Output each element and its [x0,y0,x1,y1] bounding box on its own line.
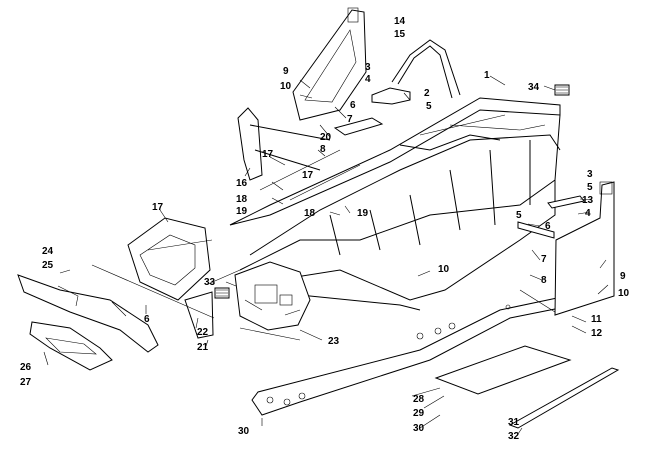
callout-6: 6 [350,100,356,111]
callout-29: 29 [413,408,425,419]
callout-16: 16 [236,178,248,189]
callout-24: 24 [42,246,54,257]
seat-bracket-top-part [333,87,411,136]
callout-28: 28 [413,394,425,405]
callout-3b: 3 [587,169,593,180]
callout-23: 23 [328,336,340,347]
leader-lines [43,75,609,435]
callout-4: 4 [365,74,371,85]
callout-5c: 5 [516,210,522,221]
callout-21: 21 [197,342,209,353]
callout-25: 25 [42,260,54,271]
floor-panel-part [434,345,572,395]
callout-5: 5 [426,101,432,112]
callout-8b: 8 [541,275,547,286]
callout-10b: 10 [438,264,450,275]
callout-30: 30 [238,426,250,437]
callout-12: 12 [591,328,603,339]
seat-back-left-part [292,7,367,121]
callout-22: 22 [197,327,209,338]
callout-14: 14 [394,16,406,27]
callout-20: 20 [320,132,332,143]
callout-26: 26 [20,362,32,373]
callout-labels: 1 2 3 4 5 6 7 8 9 10 14 15 16 17 17 17 1… [20,16,630,442]
seat-bracket-right-part [517,195,585,239]
callout-17b: 17 [302,170,314,181]
callout-1: 1 [484,70,490,81]
callout-9: 9 [283,66,289,77]
trim-strip-part [508,367,620,429]
callout-6b: 6 [545,221,551,232]
front-upright-part [237,107,331,181]
callout-6c: 6 [144,314,150,325]
callout-8: 8 [320,144,326,155]
callout-19: 19 [236,206,248,217]
callout-7: 7 [347,114,353,125]
front-guard-part [29,321,113,371]
side-panel-right-part [554,181,615,316]
callout-3: 3 [365,62,371,73]
callout-27: 27 [20,377,32,388]
callout-17c: 17 [152,202,164,213]
front-bumper-part [17,274,159,353]
callout-31: 31 [508,417,520,428]
guide-lines [91,239,556,341]
callout-34: 34 [528,82,540,93]
front-bracket-part [127,217,214,339]
callout-10: 10 [280,81,292,92]
roll-bar-part [391,39,461,99]
callout-2: 2 [424,88,430,99]
decal-pad-part [214,84,570,299]
callout-17: 17 [262,149,274,160]
callout-5b: 5 [587,182,593,193]
callout-9b: 9 [620,271,626,282]
callout-15: 15 [394,29,406,40]
callout-33: 33 [204,277,216,288]
callout-30b: 30 [413,423,425,434]
main-frame-part [229,97,561,331]
callout-10c: 10 [618,288,630,299]
callout-4b: 4 [585,208,591,219]
callout-18: 18 [236,194,248,205]
callout-32: 32 [508,431,520,442]
callout-11: 11 [591,314,602,325]
callout-18b: 18 [304,208,316,219]
callout-7b: 7 [541,254,547,265]
callout-13: 13 [582,195,594,206]
callout-19b: 19 [357,208,369,219]
